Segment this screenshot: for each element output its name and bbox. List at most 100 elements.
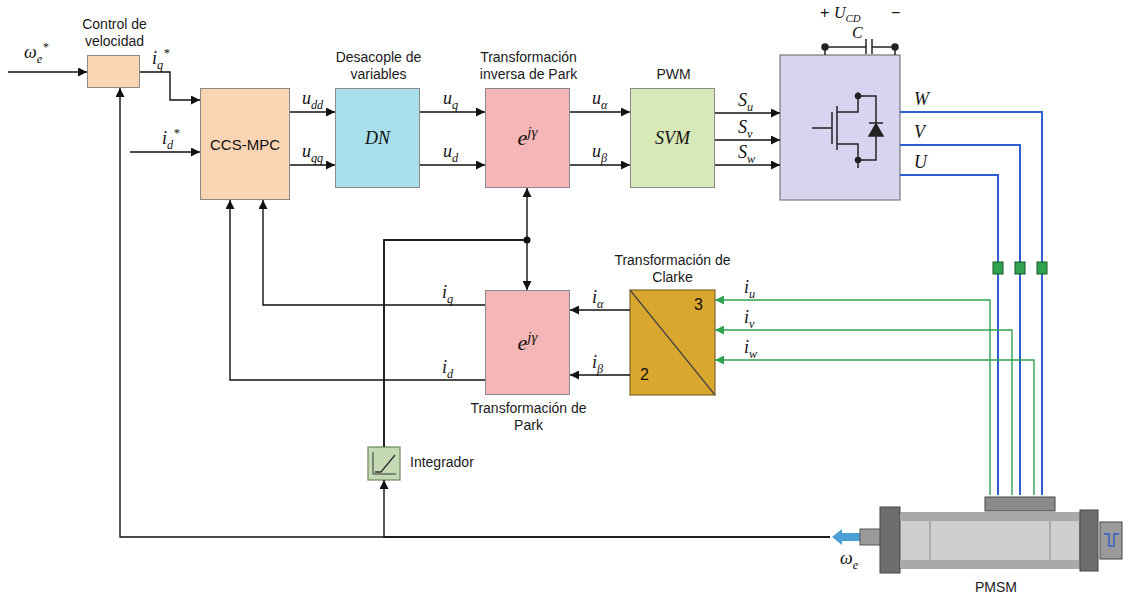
subscript: w	[749, 347, 757, 361]
subscript: d	[447, 367, 453, 381]
signal-label: udd	[300, 88, 325, 109]
park-box: ejγTransformación de Park	[485, 290, 570, 395]
signal-arrow	[120, 88, 830, 537]
node-heading: PWM	[644, 66, 704, 83]
signal-label: ud	[441, 141, 460, 162]
speed-controller-box: Control de velocidad	[87, 55, 140, 88]
current-feedback-line	[715, 360, 1034, 495]
integrator-box: Integrador	[368, 447, 400, 480]
current-sensor	[993, 262, 1003, 274]
node-text: SVM	[631, 128, 714, 149]
subscript: e	[853, 558, 858, 572]
mosfet-symbol	[812, 92, 883, 168]
subscript: u	[747, 100, 753, 114]
node-heading: Transformación inversa de Park	[466, 49, 591, 83]
current-sensor	[1037, 262, 1047, 274]
subscript: α	[597, 297, 603, 311]
phase-wire	[900, 175, 998, 495]
sensor-group	[524, 237, 1048, 275]
node-heading: Transformación de Clarke	[610, 252, 735, 286]
signal-arrow	[570, 111, 630, 112]
node-heading: Transformación de Park	[466, 400, 591, 434]
signal-arrow	[263, 200, 485, 305]
superscript: jγ	[527, 124, 537, 140]
signal-label: iα	[590, 287, 605, 308]
superscript: *	[163, 46, 169, 60]
node-heading: Integrador	[410, 454, 474, 471]
signal-label: id	[440, 357, 455, 378]
superscript: *	[42, 40, 48, 54]
subscript: e	[37, 52, 42, 66]
signal-label: uq	[441, 88, 460, 109]
subscript: β	[597, 362, 603, 376]
phase-wire	[900, 145, 1020, 495]
node-text: UCD	[834, 4, 861, 22]
superscript: *	[173, 126, 179, 140]
svm-box: PWMSVM	[630, 88, 715, 188]
d-current-reference-line	[130, 151, 200, 152]
clarke-diagonal	[630, 290, 715, 395]
subscript: q	[157, 58, 163, 72]
clarke-box: Transformación de Clarke32	[630, 290, 715, 395]
current-feedback-line	[715, 300, 990, 495]
subscript: dd	[311, 98, 323, 112]
signal-label: iu	[742, 277, 757, 298]
inverter-box: +UCD−C	[780, 4, 900, 200]
signal-label: id*	[160, 128, 181, 149]
speed-reference-line	[8, 71, 87, 72]
node-text: +	[820, 4, 829, 22]
junction-dot	[524, 237, 531, 244]
signal-label: Sw	[736, 142, 757, 163]
subscript: d	[167, 138, 173, 152]
subscript: w	[747, 152, 755, 166]
capacitor-symbol	[822, 39, 898, 55]
signal-arrow	[384, 480, 830, 537]
node-heading: Desacople de variables	[324, 49, 434, 83]
current-feedback-line	[715, 330, 1012, 495]
mpc-box: CCS-MPC	[200, 88, 290, 200]
node-text: DN	[336, 128, 419, 149]
subscript: α	[601, 98, 607, 112]
signal-arrow	[230, 200, 485, 380]
signal-label: Su	[736, 90, 755, 111]
decoupling-box: Desacople de variablesDN	[335, 88, 420, 188]
superscript: jγ	[527, 329, 537, 345]
node-text: ejγ	[486, 125, 569, 150]
signal-label: uqq	[300, 141, 325, 162]
signal-label: iv	[742, 307, 756, 328]
node-text: 3	[694, 296, 703, 314]
signal-label: U	[912, 152, 929, 173]
node-text: −	[891, 4, 900, 22]
subscript: qq	[311, 151, 323, 165]
integrator-block	[368, 447, 400, 480]
signal-label: uα	[590, 88, 609, 109]
subscript: v	[749, 317, 754, 331]
subscript: β	[601, 151, 607, 165]
signal-label: ωe	[838, 548, 860, 569]
current-sensor	[1015, 262, 1025, 274]
node-heading: PMSM	[975, 579, 1017, 596]
phase-wire	[900, 112, 1042, 495]
signal-label: ωe*	[22, 42, 50, 63]
subscript: q	[452, 98, 458, 112]
node-text: 2	[640, 366, 649, 384]
motor-node: PMSM	[830, 495, 1128, 605]
inverter-housing	[780, 55, 900, 200]
signal-arrow	[570, 164, 630, 165]
clarke-block	[630, 290, 715, 395]
signal-label: uβ	[590, 141, 609, 162]
inverse-park-box: Transformación inversa de Parkejγ	[485, 88, 570, 188]
integrator-axes	[373, 452, 396, 474]
signal-label: W	[912, 89, 931, 110]
subscript: u	[749, 287, 755, 301]
node-text: ejγ	[486, 330, 569, 355]
signal-label: iq	[440, 282, 455, 303]
signal-arrow	[140, 72, 200, 100]
signal-label: iw	[742, 337, 759, 358]
signal-label: iq*	[150, 48, 171, 69]
subscript: v	[747, 127, 752, 141]
integrator-ramp	[375, 455, 395, 472]
signal-label: Sv	[736, 117, 754, 138]
